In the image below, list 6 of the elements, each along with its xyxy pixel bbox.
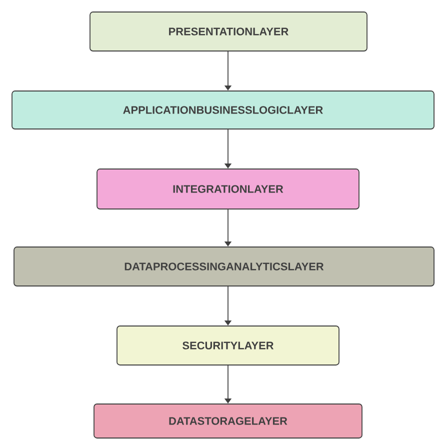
layer-box: SECURITYLAYER <box>116 326 340 366</box>
layer-box: INTEGRATIONLAYER <box>96 168 360 210</box>
layer-box: DATAPROCESSINGANALYTICSLAYER <box>14 246 434 286</box>
layer-box: APPLICATIONBUSINESSLOGICLAYER <box>12 90 434 130</box>
layer-box: DATASTORAGELAYER <box>94 404 362 438</box>
layer-box: PRESENTATIONLAYER <box>90 12 368 52</box>
